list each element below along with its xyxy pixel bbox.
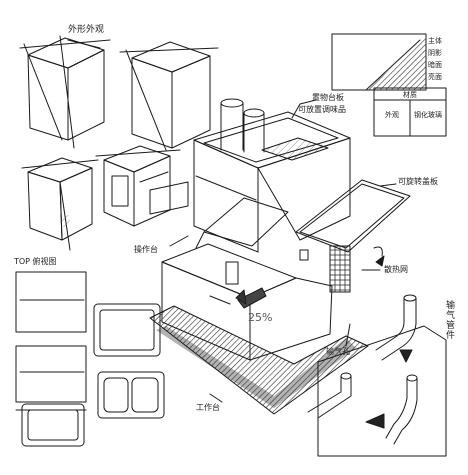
top-view-panels <box>15 271 165 447</box>
heat-fan-label: 散热网 <box>384 265 408 274</box>
shelf-sub-label: 可放置调味品 <box>298 105 346 114</box>
base-shadow <box>149 305 369 415</box>
legend-item-2: 阴影 <box>428 49 442 57</box>
side-lid <box>295 179 411 267</box>
work-area-label: 操作台 <box>134 245 158 254</box>
side-lid-label: 可旋转盖板 <box>398 177 438 186</box>
box-sketch-2 <box>119 41 219 151</box>
work-surface-label: 工作台 <box>196 403 220 412</box>
shading-legend <box>331 33 427 91</box>
legend-item-4: 亮面 <box>428 73 442 81</box>
box-sketch-4 <box>95 145 189 227</box>
gas-tubes <box>307 294 447 457</box>
box-sketch-3 <box>21 157 99 251</box>
shelf-label: 置物台板 <box>312 93 344 102</box>
table-cell-col2: 钢化玻璃 <box>414 111 442 119</box>
tube-title-label: 输气管件 <box>444 300 454 340</box>
material-table <box>373 87 447 137</box>
percent-label: 25% <box>248 311 273 324</box>
product-upper-body <box>193 111 351 253</box>
legend-item-3: 暗面 <box>428 61 442 69</box>
gas-pipe-label: 输气孔 <box>326 347 350 356</box>
leader-lines <box>67 39 397 403</box>
slanted-panel <box>195 197 289 249</box>
table-cell-col1: 外观 <box>385 111 399 119</box>
legend-item-1: 主体 <box>428 37 442 45</box>
heat-grill <box>299 245 351 293</box>
title-label: 外形外观 <box>68 25 105 35</box>
top-view-label: TOP 俯视图 <box>14 257 57 266</box>
box-sketch-1 <box>19 35 111 149</box>
table-header: 材质 <box>403 91 417 99</box>
